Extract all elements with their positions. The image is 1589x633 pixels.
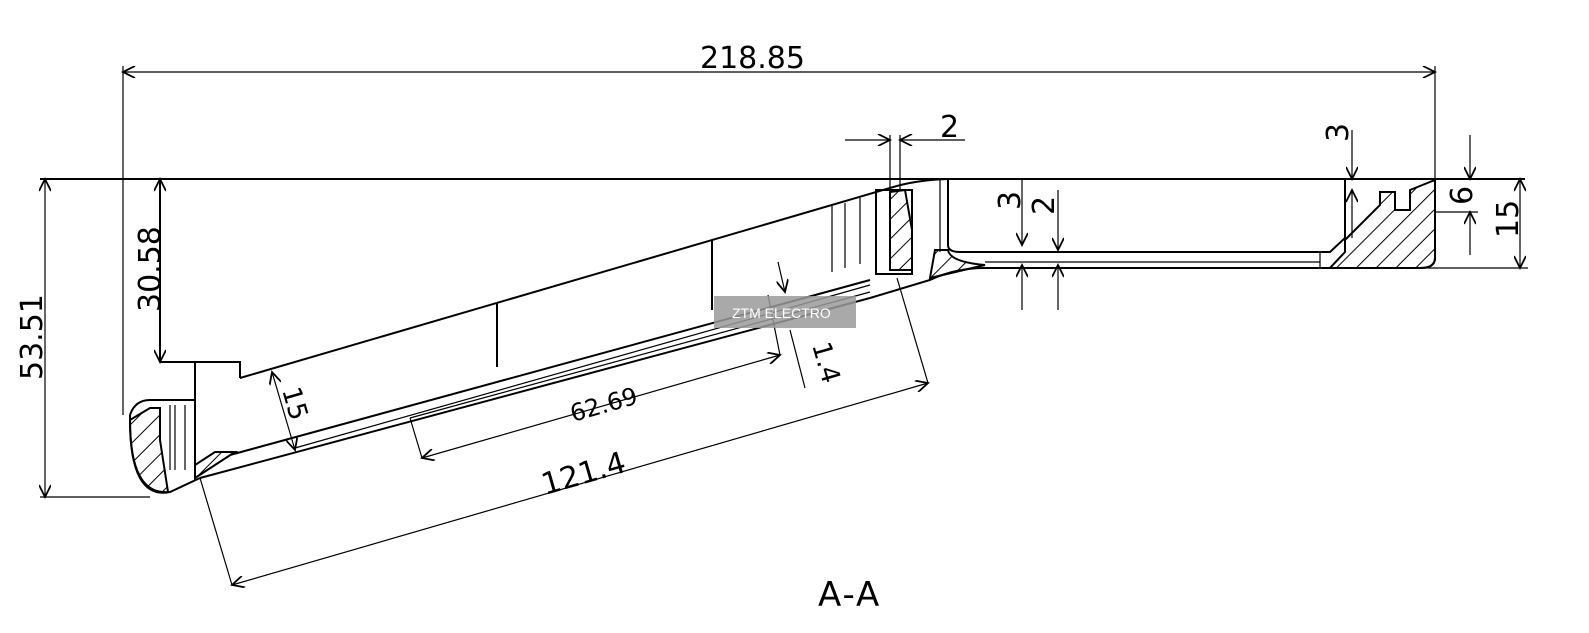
dim-right-recess: 3	[1321, 123, 1356, 142]
dim-inner-length: 62.69	[567, 382, 641, 428]
dim-slot-width: 2	[940, 110, 959, 145]
watermark-text: ZTM ELECTRO	[732, 305, 831, 321]
dim-wall-slope: 15	[275, 384, 313, 424]
section-label: A-A	[818, 575, 881, 615]
dim-floor-3: 3	[993, 191, 1028, 210]
dim-left-depth: 30.58	[133, 226, 168, 312]
dimension-lines	[40, 66, 1528, 585]
dim-floor-2: 2	[1027, 196, 1062, 215]
dim-overall-height: 53.51	[15, 294, 50, 380]
dim-overall-width: 218.85	[700, 41, 805, 76]
part-outline	[40, 178, 1525, 494]
hatched-sections	[128, 178, 1436, 494]
watermark: ZTM ELECTRO	[714, 296, 856, 328]
dim-slope-length: 121.4	[538, 445, 630, 502]
watermark-box	[714, 296, 856, 328]
dim-right-height: 15	[1491, 200, 1526, 238]
dim-right-step: 6	[1445, 186, 1480, 205]
dim-wall-small: 1.4	[805, 339, 845, 387]
